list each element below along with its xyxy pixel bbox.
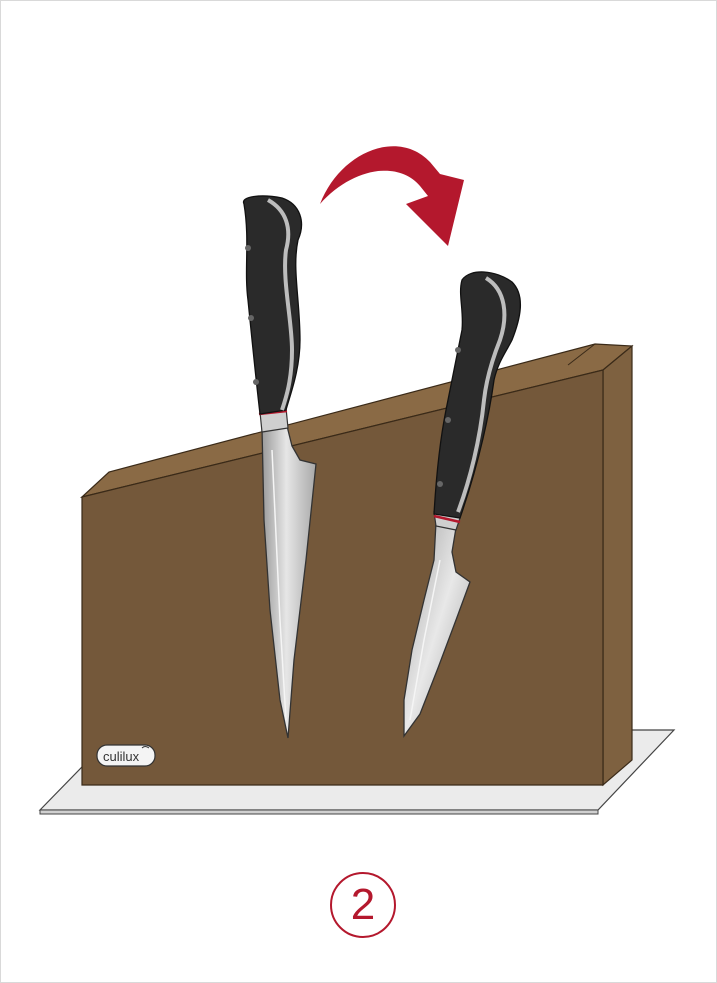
rotate-arrow-icon [320, 146, 464, 246]
brand-logo-text: culilux [103, 749, 140, 764]
brand-logo: culilux [97, 745, 155, 766]
wood-block [82, 344, 632, 785]
step-number-badge: 2 [330, 872, 396, 938]
